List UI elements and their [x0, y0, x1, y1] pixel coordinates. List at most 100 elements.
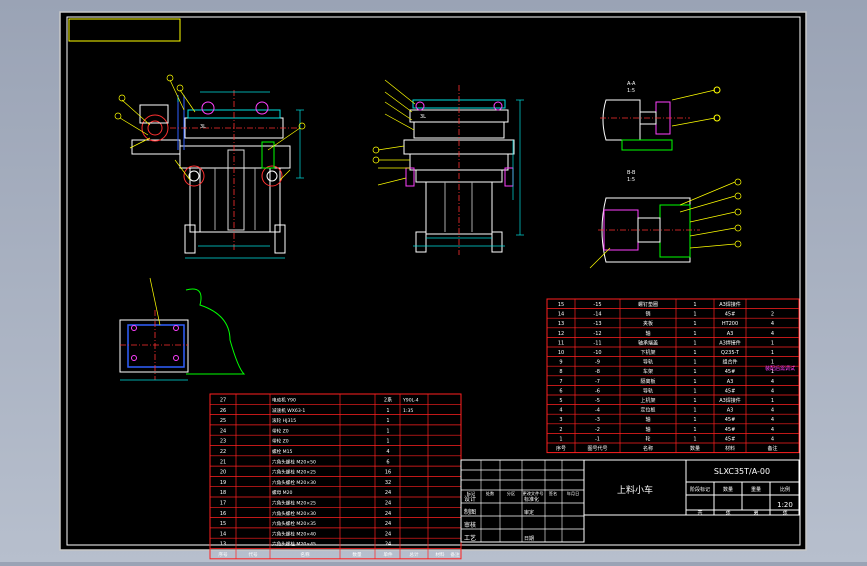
bom-left-header-cell: 数量 — [352, 551, 362, 558]
side-view-mark: 3L — [420, 114, 426, 120]
bom-right-cell: -12 — [593, 331, 601, 337]
bom-right-cell: -7 — [595, 379, 600, 385]
bom-left-index: 25 — [220, 418, 226, 424]
title-block: SLXC35T/A-00 上料小车 1:20 阶段标记 数量 重量 比例 共 张… — [583, 459, 800, 516]
bom-right-cell: 13 — [558, 321, 564, 327]
bom-right-cell: 4 — [559, 408, 562, 414]
bom-left-header-cell: 名称 — [300, 551, 310, 558]
bom-right-cell: 1 — [693, 350, 696, 356]
front-centerlines — [170, 90, 300, 250]
section-aa-label: A-A — [627, 81, 636, 87]
bom-right-header-cell: 备注 — [767, 445, 777, 452]
bom-left-qty: 1 — [386, 418, 389, 424]
signature-row-label: 制图 — [464, 508, 476, 516]
bom-right-cell: 4 — [771, 379, 774, 385]
bom-left-name: 带轮 Z0 — [272, 438, 289, 445]
bom-left-qty: 32 — [385, 480, 391, 486]
revision-header-cell: 更改文件号 — [523, 490, 544, 497]
bom-right-cell: 1 — [771, 360, 774, 366]
bom-left-index: 21 — [220, 459, 226, 465]
bom-left-index: 24 — [220, 428, 226, 434]
bom-right-note: 装配后需调试 — [765, 365, 795, 372]
bom-right-cell: 45# — [725, 436, 736, 442]
side-leaders — [372, 79, 416, 186]
bom-right-cell: 7 — [559, 379, 562, 385]
bom-right-cell: 轴 — [645, 416, 650, 423]
bom-right-cell: -5 — [595, 398, 600, 404]
bom-left-index: 19 — [220, 480, 226, 486]
bom-right-cell: 1 — [693, 379, 696, 385]
bom-right-cell: -11 — [593, 340, 601, 346]
signature-row-label: 审核 — [464, 521, 476, 529]
bom-right-cell: 14 — [558, 312, 564, 318]
bom-right-cell: 1 — [693, 436, 696, 442]
bom-right-cell: 4 — [771, 427, 774, 433]
section-aa-scale: 1:5 — [627, 88, 635, 94]
bom-right-cell: 下机架 — [640, 349, 655, 356]
bom-right-cell: 4 — [771, 417, 774, 423]
bom-right-cell: 车架 — [643, 368, 653, 375]
bom-left-qty: 24 — [385, 501, 391, 507]
bom-right-cell: 1 — [693, 388, 696, 394]
bom-left-index: 18 — [220, 490, 226, 496]
bom-left-name: 六角头螺栓 M20×50 — [272, 458, 316, 465]
bom-left-index: 20 — [220, 470, 226, 476]
bom-right-cell: 1 — [693, 417, 696, 423]
bom-left-header-cell: 序号 — [218, 551, 228, 558]
bom-right-cell: 1 — [693, 340, 696, 346]
bom-right-cell: -13 — [593, 321, 601, 327]
side-dimensions — [413, 99, 524, 247]
bom-right-cell: 1 — [771, 398, 774, 404]
bom-right-header-cell: 序号 — [556, 445, 566, 452]
signature-row-label: 工艺 — [464, 534, 476, 542]
bom-right-cell: 11 — [558, 340, 564, 346]
bom-right-cell: -9 — [595, 360, 600, 366]
bom-left-material: 1:35 — [403, 408, 413, 414]
revision-header-cell: 年月日 — [567, 490, 580, 497]
front-leaders — [114, 74, 306, 181]
bom-right-cell: -8 — [595, 369, 600, 375]
bom-right-cell: HT200 — [722, 321, 738, 327]
bom-right-cell: 定位板 — [640, 407, 655, 414]
bom-right-cell: 5 — [559, 398, 562, 404]
bom-right-cell: -6 — [595, 388, 600, 394]
bom-right-cell: 6 — [559, 388, 562, 394]
bom-right-cell: 2 — [559, 427, 562, 433]
bom-left-name: 六角头螺栓 M20×30 — [272, 479, 316, 486]
bom-left-index: 17 — [220, 501, 226, 507]
bom-right-cell: 夹板 — [643, 320, 653, 327]
bom-right-cell: 4 — [771, 388, 774, 394]
bom-left-header-cell: 材料 — [435, 551, 445, 558]
bom-right-cell: A3 — [727, 331, 734, 337]
bom-left-index: 16 — [220, 511, 226, 517]
bom-left-qty: 6 — [386, 459, 389, 465]
bom-right-cell: -3 — [595, 417, 600, 423]
bom-left-name: 六角头螺栓 M20×45 — [272, 541, 316, 548]
section-bb-label: B-B — [627, 170, 636, 176]
bom-right-cell: A3 — [727, 379, 734, 385]
bom-left-name: 螺母 M20 — [272, 489, 293, 496]
sheet-no-label: 第 — [753, 509, 758, 516]
bom-right-cell: A3 — [727, 408, 734, 414]
bom-left-header-cell: 代号 — [248, 551, 258, 558]
bom-left-qty: 24 — [385, 542, 391, 548]
bom-right-cell: -1 — [595, 436, 600, 442]
bom-left-index: 13 — [220, 542, 226, 548]
bom-right-cell: 1 — [693, 369, 696, 375]
bom-left-index: 23 — [220, 439, 226, 445]
approval-label: 审定 — [524, 509, 534, 516]
revision-header-cell: 分区 — [507, 490, 515, 497]
bom-right-cell: 1 — [693, 427, 696, 433]
bom-right-cell: 4 — [771, 321, 774, 327]
bom-right-header-cell: 数量 — [690, 445, 700, 452]
bom-right-cell: 1 — [693, 302, 696, 308]
sheet-total-label: 共 — [697, 509, 702, 516]
bom-right-cell: 1 — [771, 340, 774, 346]
bom-right-cell: 8 — [559, 369, 562, 375]
bom-right-cell: 1 — [693, 331, 696, 337]
bom-left-qty: 24 — [385, 490, 391, 496]
bom-right-cell: 45# — [725, 388, 736, 394]
bom-right-cell: 轮 — [645, 435, 650, 442]
